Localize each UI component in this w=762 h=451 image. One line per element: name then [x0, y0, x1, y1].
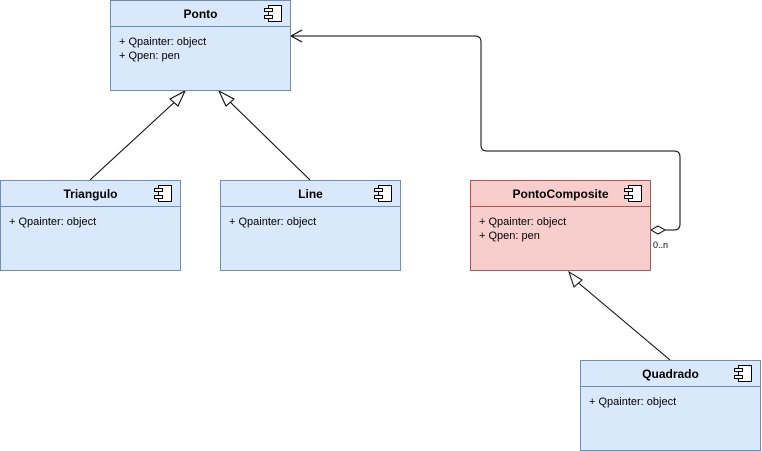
class-line[interactable]: Line + Qpainter: object — [220, 180, 401, 271]
component-icon — [374, 185, 392, 202]
class-name: Ponto — [183, 7, 218, 21]
component-icon — [264, 5, 282, 22]
component-icon — [624, 185, 642, 202]
attribute-list: + Qpainter: object — [589, 395, 676, 409]
generalization-arrowhead-triangulo — [169, 89, 187, 107]
attribute: + Qpainter: object — [229, 216, 317, 228]
component-icon — [154, 185, 172, 202]
attribute-list: + Qpainter: object + Qpen: pen — [479, 215, 566, 243]
attribute: + Qpainter: object — [119, 36, 207, 48]
class-ponto-composite[interactable]: PontoComposite + Qpainter: object + Qpen… — [470, 180, 651, 271]
attribute-list: + Qpainter: object + Qpen: pen — [119, 35, 206, 63]
class-header: Quadrado — [581, 361, 760, 387]
class-header: PontoComposite — [471, 181, 650, 207]
class-name: Triangulo — [63, 187, 118, 201]
multiplicity-source-label: 0..n — [653, 240, 668, 250]
class-header: Line — [221, 181, 400, 207]
attribute: + Qpen: pen — [119, 50, 180, 62]
triangulo-inherits-edge[interactable] — [89, 97, 180, 181]
generalization-arrowhead-quadrado — [568, 270, 583, 288]
quadrado-inherits-edge[interactable] — [574, 279, 671, 361]
class-header: Ponto — [111, 1, 290, 27]
class-name: PontoComposite — [512, 187, 609, 201]
aggregation-diamond — [649, 225, 667, 235]
class-triangulo[interactable]: Triangulo + Qpainter: object — [0, 180, 181, 271]
aggregation-edge[interactable] — [291, 35, 681, 231]
attribute-list: + Qpainter: object — [229, 215, 316, 229]
navigable-arrowhead — [289, 29, 303, 43]
generalization-arrowhead-line — [217, 89, 235, 107]
component-icon — [734, 365, 752, 382]
class-name: Quadrado — [642, 367, 699, 381]
class-header: Triangulo — [1, 181, 180, 207]
attribute: + Qpainter: object — [589, 396, 677, 408]
class-ponto[interactable]: Ponto + Qpainter: object + Qpen: pen — [110, 0, 291, 91]
attribute: + Qpen: pen — [479, 230, 540, 242]
attribute: + Qpainter: object — [9, 216, 97, 228]
class-quadrado[interactable]: Quadrado + Qpainter: object — [580, 360, 761, 451]
attribute-list: + Qpainter: object — [9, 215, 96, 229]
class-name: Line — [298, 187, 323, 201]
attribute: + Qpainter: object — [479, 216, 567, 228]
line-inherits-edge[interactable] — [225, 97, 311, 181]
